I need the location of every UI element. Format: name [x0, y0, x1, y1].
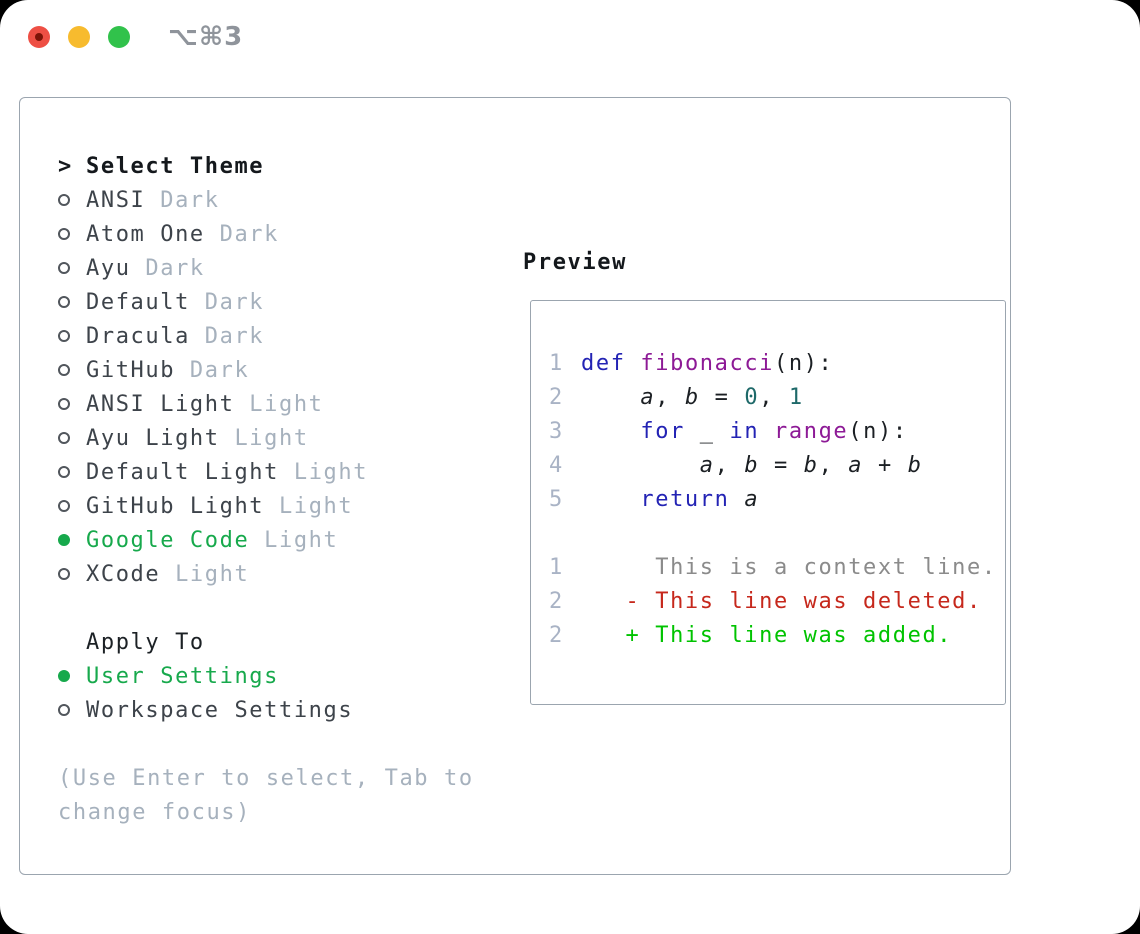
theme-name: ANSI — [86, 187, 146, 213]
line-number: 2 — [549, 385, 564, 410]
code-line: 5 return a — [549, 483, 1005, 517]
theme-name: Atom One — [86, 221, 205, 247]
code-line: 3 for _ in range(n): — [549, 415, 1005, 449]
radio-empty-icon — [58, 296, 70, 308]
apply-to-title: Apply To — [86, 629, 205, 655]
theme-option-github[interactable]: GitHub Dark — [58, 353, 498, 387]
theme-variant: Light — [234, 391, 324, 417]
theme-name: GitHub — [86, 357, 176, 383]
unsaved-dot — [35, 33, 43, 41]
theme-option-default[interactable]: Default Dark — [58, 285, 498, 319]
theme-name: Default Light — [86, 459, 279, 485]
radio-selected-icon — [58, 534, 70, 546]
radio-empty-icon — [58, 568, 70, 580]
line-number: 2 — [549, 589, 564, 614]
line-number: 3 — [549, 419, 564, 444]
preview-title: Preview — [523, 250, 627, 275]
theme-option-ansi[interactable]: ANSI Dark — [58, 183, 498, 217]
radio-empty-icon — [58, 398, 70, 410]
theme-option-github-light[interactable]: GitHub Light Light — [58, 489, 498, 523]
radio-empty-icon — [58, 432, 70, 444]
radio-empty-icon — [58, 466, 70, 478]
spacer-row — [58, 727, 498, 761]
radio-empty-icon — [58, 330, 70, 342]
spacer-row — [58, 591, 498, 625]
theme-name: XCode — [86, 561, 161, 587]
theme-name: Ayu — [86, 255, 131, 281]
theme-variant: Dark — [204, 221, 279, 247]
radio-empty-icon — [58, 364, 70, 376]
theme-option-xcode[interactable]: XCode Light — [58, 557, 498, 591]
code-line — [549, 517, 1005, 551]
theme-option-ayu[interactable]: Ayu Dark — [58, 251, 498, 285]
zoom-button[interactable] — [108, 26, 130, 48]
apply-to-header: Apply To — [58, 625, 498, 659]
theme-variant: Light — [160, 561, 250, 587]
theme-option-ansi-light[interactable]: ANSI Light Light — [58, 387, 498, 421]
theme-variant: Light — [249, 527, 339, 553]
theme-name: Dracula — [86, 323, 190, 349]
line-number: 5 — [549, 487, 564, 512]
apply-option-workspace-settings[interactable]: Workspace Settings — [58, 693, 498, 727]
theme-variant: Dark — [145, 187, 220, 213]
theme-option-google-code[interactable]: Google Code Light — [58, 523, 498, 557]
focus-caret: > — [58, 153, 73, 179]
close-button[interactable] — [28, 26, 50, 48]
theme-name: Google Code — [86, 527, 250, 553]
line-number: 2 — [549, 623, 564, 648]
code-line: 2 a, b = 0, 1 — [549, 381, 1005, 415]
theme-variant: Light — [279, 459, 369, 485]
window-title-shortcut: ⌥⌘3 — [168, 22, 244, 52]
title-bar: ⌥⌘3 — [0, 0, 1140, 75]
apply-option-label: Workspace Settings — [86, 697, 354, 723]
theme-variant: Dark — [189, 289, 265, 315]
theme-option-dracula[interactable]: Dracula Dark — [58, 319, 498, 353]
help-text-line-1: (Use Enter to select, Tab to — [58, 765, 474, 791]
radio-selected-icon — [58, 670, 70, 682]
theme-variant: Dark — [130, 255, 205, 281]
minimize-button[interactable] — [68, 26, 90, 48]
theme-variant: Dark — [175, 357, 250, 383]
theme-option-default-light[interactable]: Default Light Light — [58, 455, 498, 489]
theme-option-ayu-light[interactable]: Ayu Light Light — [58, 421, 498, 455]
theme-name: GitHub Light — [86, 493, 265, 519]
theme-option-atom-one[interactable]: Atom One Dark — [58, 217, 498, 251]
theme-variant: Light — [219, 425, 309, 451]
radio-empty-icon — [58, 194, 70, 206]
code-line: 1 This is a context line. — [549, 551, 1005, 585]
line-number: 4 — [549, 453, 564, 478]
radio-empty-icon — [58, 500, 70, 512]
radio-empty-icon — [58, 704, 70, 716]
line-number: 1 — [549, 351, 564, 376]
theme-variant: Light — [264, 493, 354, 519]
radio-empty-icon — [58, 262, 70, 274]
code-line: 2 + This line was added. — [549, 619, 1005, 653]
apply-option-label: User Settings — [86, 663, 279, 689]
help-text-line-2: change focus) — [58, 799, 251, 825]
theme-name: Ayu Light — [86, 425, 220, 451]
theme-name: ANSI Light — [86, 391, 235, 417]
radio-empty-icon — [58, 228, 70, 240]
theme-name: Default — [86, 289, 190, 315]
theme-variant: Dark — [189, 323, 265, 349]
code-line: 2 - This line was deleted. — [549, 585, 1005, 619]
select-theme-title: Select Theme — [86, 153, 265, 179]
select-theme-header: > Select Theme — [58, 149, 498, 183]
code-line: 4 a, b = b, a + b — [549, 449, 1005, 483]
apply-option-user-settings[interactable]: User Settings — [58, 659, 498, 693]
line-number: 1 — [549, 555, 564, 580]
